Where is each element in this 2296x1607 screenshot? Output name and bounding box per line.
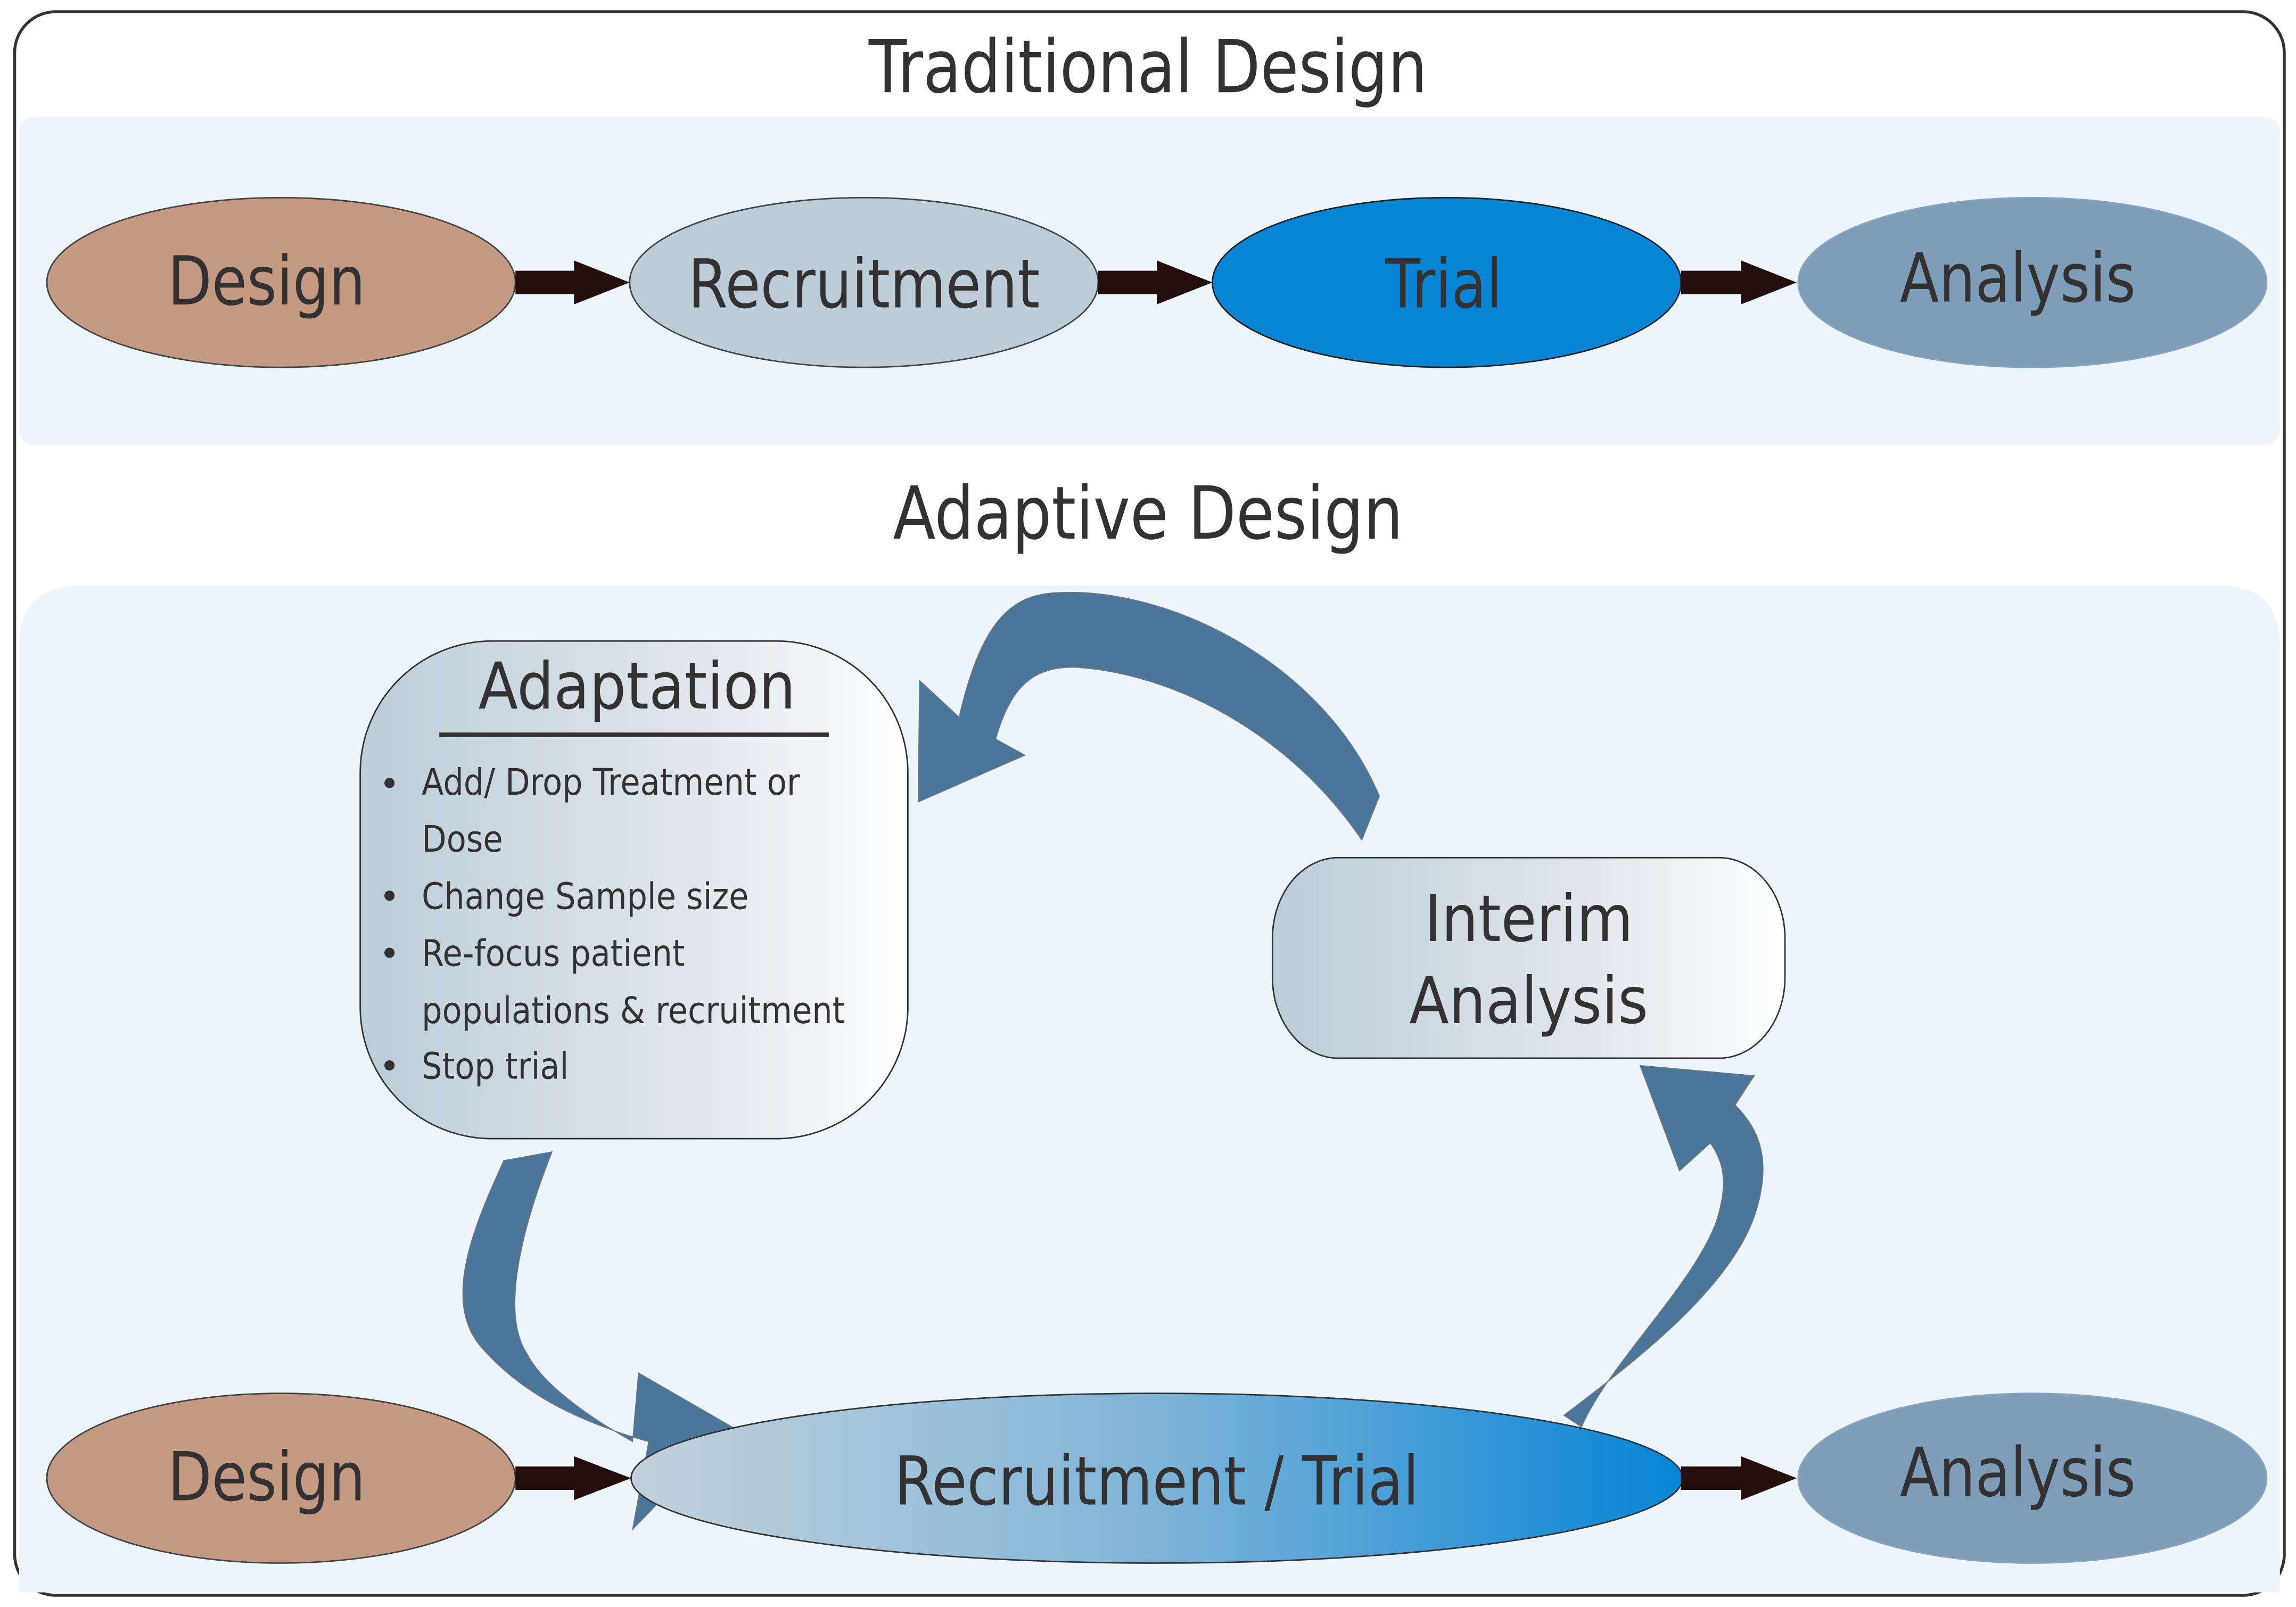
adaptation-bullet-line: Change Sample size <box>422 876 748 918</box>
cycle-arrow-icon <box>917 591 1380 841</box>
interim-analysis-box: Interim Analysis <box>1271 856 1786 1059</box>
cycle-arrow-icon <box>462 1151 733 1531</box>
traditional-step-label: Analysis <box>1900 239 2136 318</box>
bullet-icon <box>384 947 395 958</box>
traditional-step-label: Design <box>168 242 365 320</box>
flow-arrow-icon <box>1681 260 1797 304</box>
flow-arrow-icon <box>1098 260 1213 304</box>
adaptation-bullet-line: Add/ Drop Treatment or <box>422 761 800 804</box>
adaptive-step-label: Design <box>168 1438 365 1517</box>
traditional-step-recruitment: Recruitment <box>629 196 1099 368</box>
adaptation-bullet-line: populations & recruitment <box>422 990 845 1032</box>
traditional-step-design: Design <box>46 196 516 368</box>
traditional-step-analysis: Analysis <box>1797 196 2268 368</box>
adaptive-step-analysis: Analysis <box>1797 1392 2268 1564</box>
flow-arrow-icon <box>515 260 630 304</box>
adaptation-title: Adaptation <box>479 649 796 724</box>
bullet-icon <box>384 1060 395 1071</box>
traditional-step-label: Recruitment <box>688 245 1040 324</box>
flow-arrow-icon <box>515 1456 631 1501</box>
adaptive-step-label: Recruitment / Trial <box>894 1442 1419 1521</box>
interim-line: Analysis <box>1409 964 1648 1039</box>
traditional-step-trial: Trial <box>1212 196 1682 368</box>
adaptation-bullet-line: Stop trial <box>422 1045 569 1088</box>
adaptation-bullet-line: Re-focus patient <box>422 933 685 975</box>
traditional-title: Traditional Design <box>868 25 1427 110</box>
cycle-arrow-icon <box>1563 1065 1764 1428</box>
adaptive-step-design: Design <box>46 1392 516 1564</box>
bullet-icon <box>384 891 395 901</box>
interim-line: Interim <box>1425 882 1633 957</box>
adaptation-box: Adaptation Add/ Drop Treatment or Dose C… <box>359 640 909 1140</box>
adaptation-bullet-line: Dose <box>422 819 503 861</box>
adaptive-step-label: Analysis <box>1900 1433 2136 1512</box>
adaptation-bullets: Add/ Drop Treatment or Dose Change Sampl… <box>384 761 845 1087</box>
traditional-step-label: Trial <box>1385 245 1502 324</box>
bullet-icon <box>384 778 395 788</box>
adaptive-title: Adaptive Design <box>893 472 1403 556</box>
adaptive-step-recruitment-trial: Recruitment / Trial <box>630 1392 1683 1564</box>
flow-arrow-icon <box>1681 1456 1797 1501</box>
